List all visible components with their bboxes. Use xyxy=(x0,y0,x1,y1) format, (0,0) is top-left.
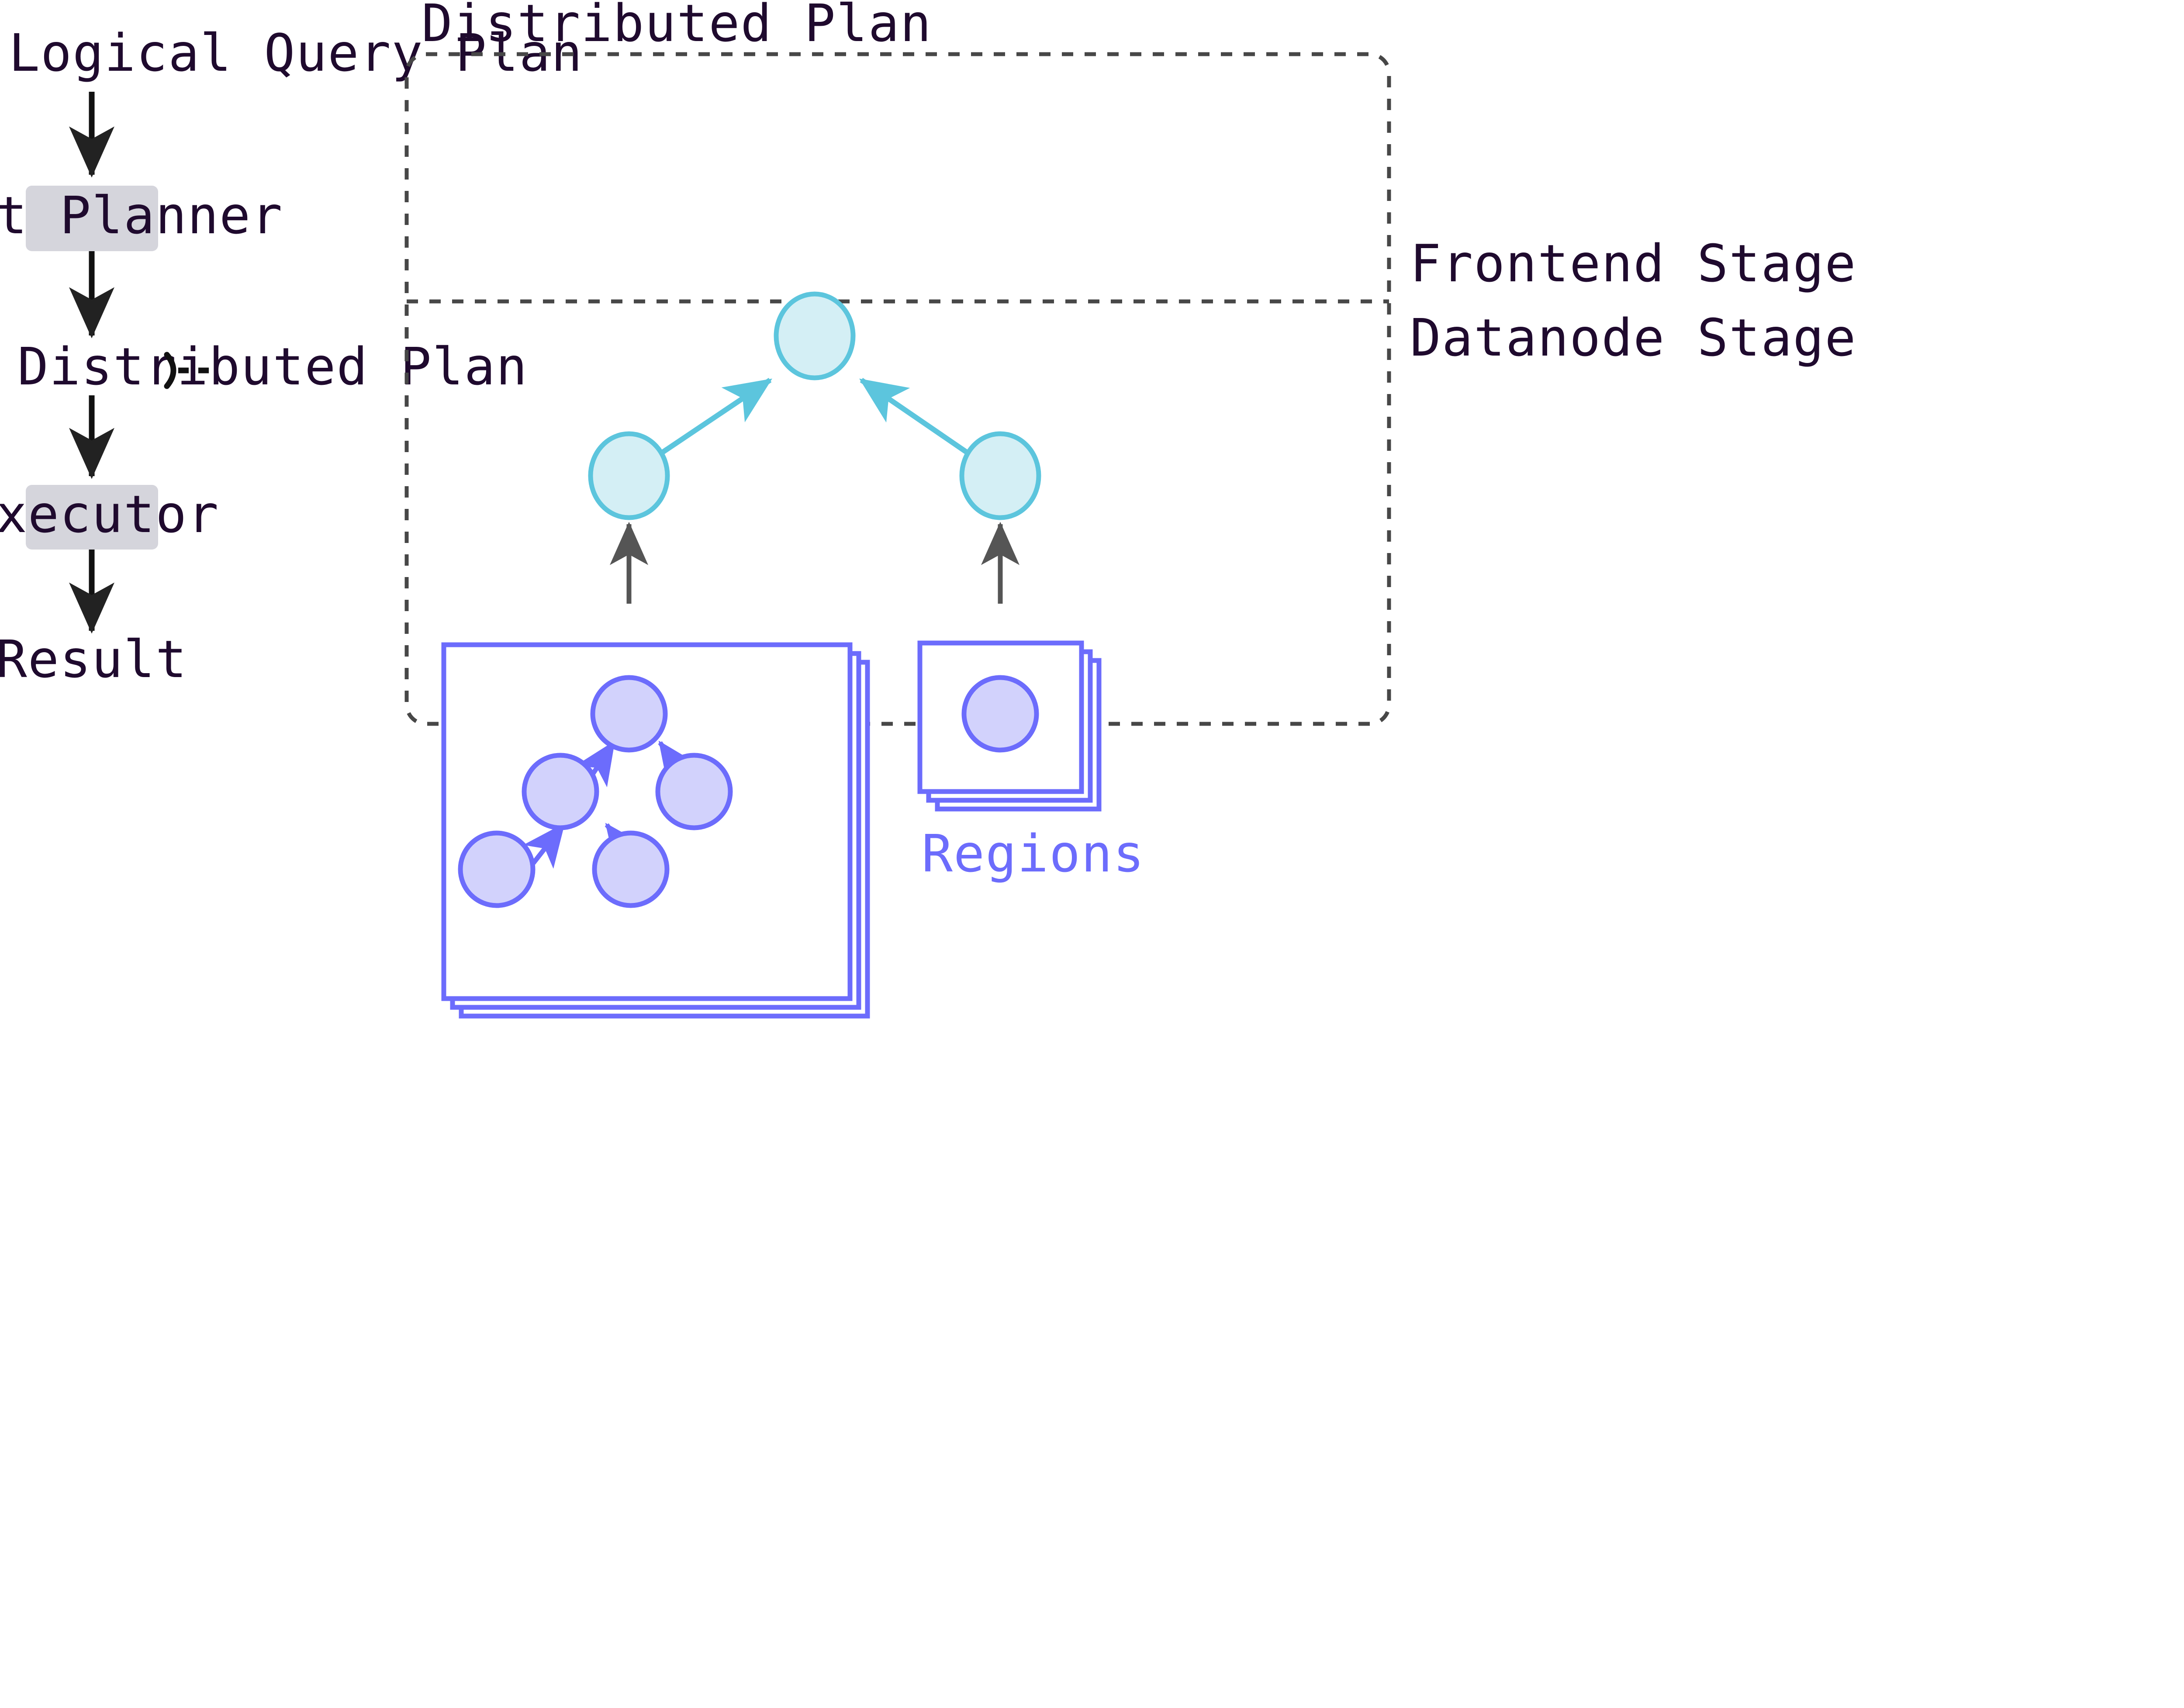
result-label: Result xyxy=(0,629,187,689)
frontend-edge-right-to-root xyxy=(859,378,973,457)
region-big-edge-leafleft-to-midleft xyxy=(523,823,566,869)
frontend-node-right[interactable] xyxy=(959,431,1041,520)
region-small-node-root[interactable] xyxy=(961,675,1039,753)
region-big-node-leaf-right[interactable] xyxy=(592,830,670,908)
frontend-edge-left-to-root xyxy=(657,378,772,457)
region-group-small[interactable] xyxy=(917,640,1102,812)
distributed-plan-pipeline-label: Distributed Plan xyxy=(17,336,528,397)
regions-label: Regions xyxy=(922,823,1145,884)
plan-brace xyxy=(164,352,176,389)
plan-box-title: Distributed Plan xyxy=(422,0,932,53)
region-big-node-mid-left[interactable] xyxy=(522,753,599,830)
executor-label: Executor xyxy=(0,484,219,544)
frontend-stage-label: Frontend Stage xyxy=(1410,233,1857,294)
datanode-stage-label: Datanode Stage xyxy=(1410,308,1857,368)
frontend-node-left[interactable] xyxy=(588,431,670,520)
region-big-node-root[interactable] xyxy=(590,675,668,753)
executor-box[interactable] xyxy=(26,485,158,550)
region-big-node-leaf-left[interactable] xyxy=(458,830,536,908)
region-big-node-mid-right[interactable] xyxy=(655,753,733,830)
dist-planner-label: Dist Planner xyxy=(0,185,283,245)
region-group-big[interactable] xyxy=(441,642,870,1019)
frontend-stage-group xyxy=(588,291,1041,520)
dist-planner-box[interactable] xyxy=(26,186,158,251)
distributed-plan-boundary xyxy=(404,52,1391,726)
frontend-node-root[interactable] xyxy=(774,291,856,380)
logical-query-plan-label: Logical Query Plan xyxy=(9,23,583,83)
